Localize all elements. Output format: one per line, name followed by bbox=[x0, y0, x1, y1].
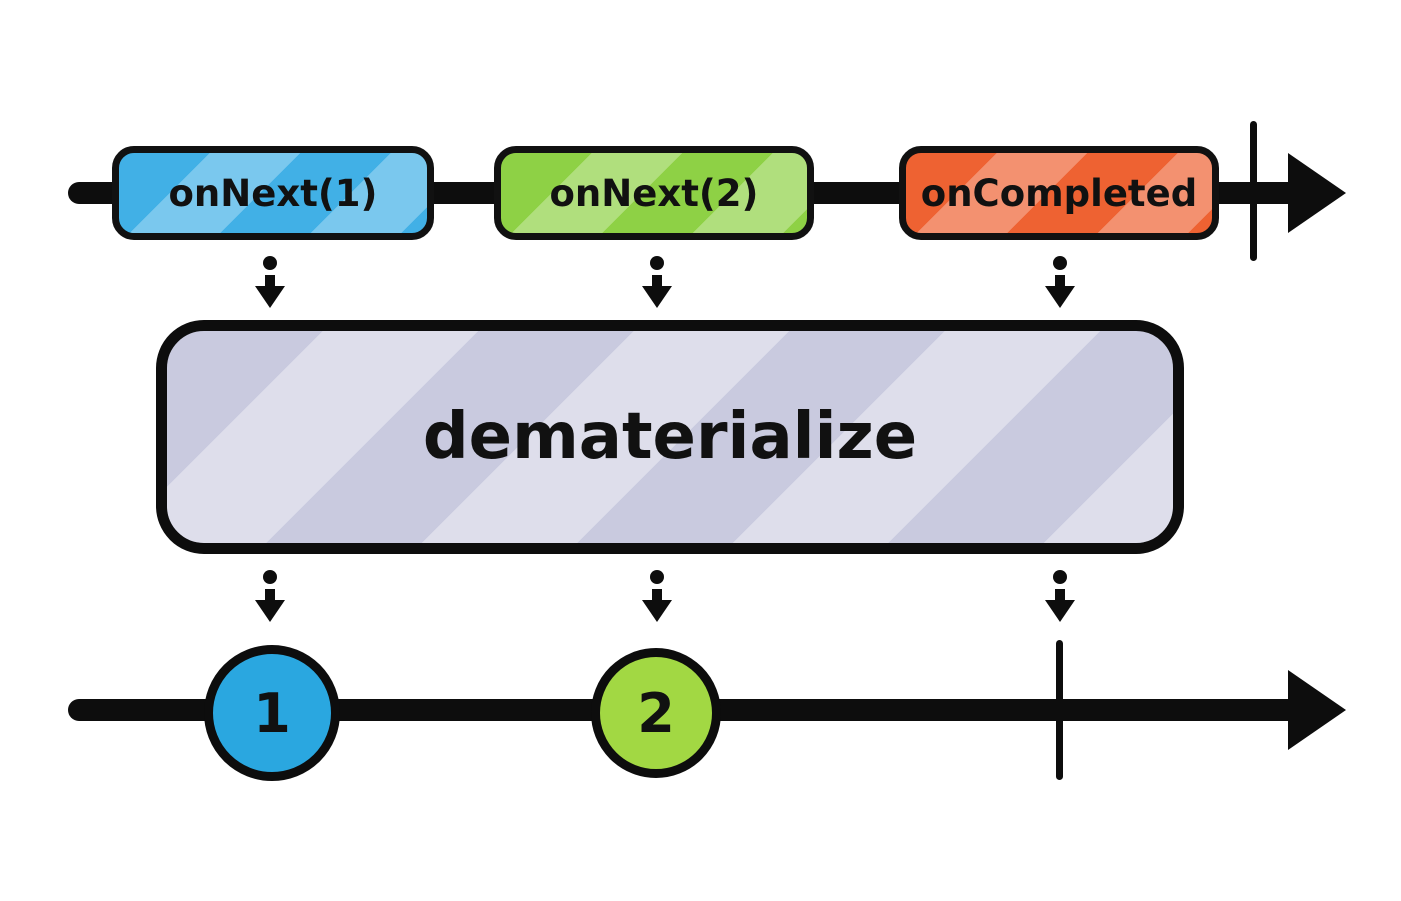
output-completion-tick bbox=[1056, 640, 1063, 780]
event-box-onnext-2: onNext(2) bbox=[494, 146, 814, 240]
down-arrow-icon bbox=[642, 570, 672, 622]
down-arrow-icon bbox=[1045, 570, 1075, 622]
marble-2: 2 bbox=[591, 648, 721, 778]
event-label-onnext-1: onNext(1) bbox=[168, 171, 378, 215]
operator-box: dematerialize bbox=[156, 320, 1184, 554]
marble-1: 1 bbox=[204, 645, 340, 781]
output-timeline-arrowhead-icon bbox=[1288, 670, 1346, 750]
event-label-oncompleted: onCompleted bbox=[920, 171, 1198, 215]
operator-label: dematerialize bbox=[422, 400, 918, 474]
event-box-onnext-1: onNext(1) bbox=[112, 146, 434, 240]
marble-2-label: 2 bbox=[637, 681, 675, 745]
down-arrow-icon bbox=[255, 570, 285, 622]
event-label-onnext-2: onNext(2) bbox=[549, 171, 759, 215]
down-arrow-icon bbox=[1045, 256, 1075, 308]
down-arrow-icon bbox=[255, 256, 285, 308]
event-box-oncompleted: onCompleted bbox=[899, 146, 1219, 240]
down-arrow-icon bbox=[642, 256, 672, 308]
source-timeline-arrowhead-icon bbox=[1288, 153, 1346, 233]
marble-1-label: 1 bbox=[253, 681, 291, 745]
source-completion-tick bbox=[1250, 121, 1257, 261]
